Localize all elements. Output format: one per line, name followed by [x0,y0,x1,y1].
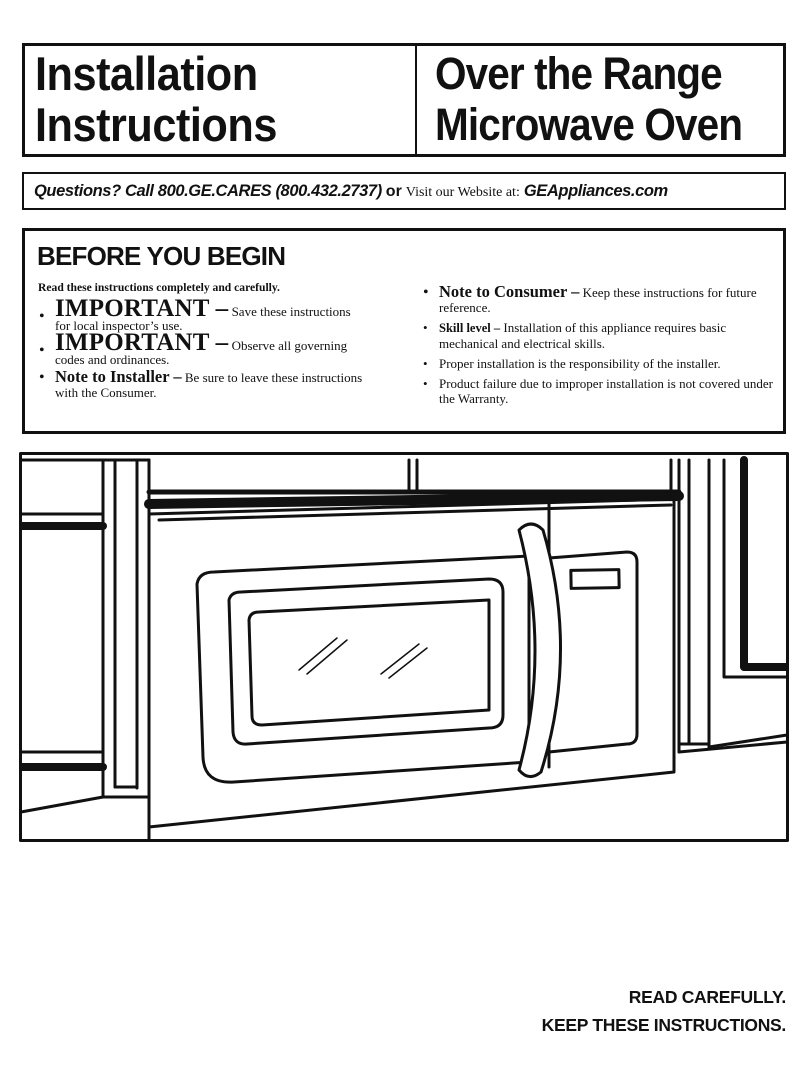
item-lead: IMPORTANT – [55,295,229,322]
microwave-door [195,554,531,784]
door-handle [517,522,562,778]
list-item: IMPORTANT – Observe all governing codes … [37,330,367,367]
microwave-illustration [19,452,789,842]
right-instruction-list: Note to Consumer – Keep these instructio… [421,279,781,406]
list-item: Product failure due to improper installa… [421,376,781,406]
glass-reflection [298,637,428,679]
contact-strip: Questions? Call 800.GE.CARES (800.432.27… [22,172,786,210]
website-link[interactable]: GEAppliances.com [523,182,668,200]
product-line-1: Over the Range [435,48,723,99]
list-item: Skill level – Installation of this appli… [421,320,781,351]
before-you-begin-box: BEFORE YOU BEGIN Read these instructions… [22,228,786,434]
visit-text: Visit our Website at: [405,185,520,200]
document-type-title: Installation Instructions [25,46,417,154]
control-panel [547,550,639,754]
list-item: Proper installation is the responsibilit… [421,356,781,371]
item-text: Save these instructions for local inspec… [55,304,351,333]
section-heading: BEFORE YOU BEGIN [37,241,286,271]
illustration-frame [19,452,789,842]
upper-cabinet-doors [144,458,684,509]
list-item: Note to Consumer – Keep these instructio… [421,282,781,315]
left-instruction-list: IMPORTANT – Save these instructions for … [37,296,367,400]
list-item: IMPORTANT – Save these instructions for … [37,296,367,333]
product-title: Over the Range Microwave Oven [417,46,783,154]
list-item: Note to Installer – Be sure to leave the… [37,367,367,400]
item-lead: Skill level – [439,321,501,335]
title-line-2: Instructions [35,98,277,151]
intro-text: Read these instructions completely and c… [38,281,280,294]
footer-notice: READ CAREFULLY. KEEP THESE INSTRUCTIONS. [541,983,787,1039]
or-text: or [385,183,402,200]
left-cabinet [19,458,151,842]
phone-prompt: Questions? Call 800.GE.CARES (800.432.27… [34,182,382,200]
right-cabinet [677,456,789,754]
item-text: Product failure due to improper installa… [439,376,773,406]
item-text: Installation of this appliance requires … [439,320,727,351]
display-window [569,568,621,590]
item-text: Be sure to leave these instructions with… [55,370,363,400]
footer-line-2: KEEP THESE INSTRUCTIONS. [541,1015,787,1035]
footer-line-1: READ CAREFULLY. [628,987,787,1007]
item-text: Proper installation is the responsibilit… [439,356,721,371]
title-line-1: Installation [35,47,258,100]
title-box: Installation Instructions Over the Range… [22,43,786,157]
product-line-2: Microwave Oven [435,99,743,150]
item-lead: Note to Installer – [55,367,182,386]
item-lead: Note to Consumer – [439,282,580,301]
item-text: Observe all governing codes and ordinanc… [55,338,348,367]
microwave-body [147,497,676,829]
item-lead: IMPORTANT – [55,329,229,356]
item-text: Keep these instructions for future refer… [439,285,757,315]
